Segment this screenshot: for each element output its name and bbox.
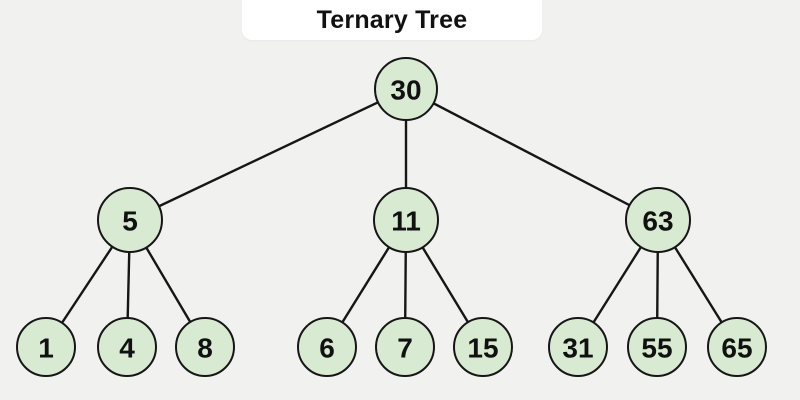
- diagram-title-text: Ternary Tree: [316, 5, 468, 34]
- tree-node-circle: [373, 187, 439, 253]
- tree-edge-30-63: [405, 87, 659, 222]
- tree-node-circle: [16, 317, 76, 377]
- tree-node-11: 11: [373, 187, 439, 253]
- diagram-title: Ternary Tree: [242, 0, 542, 40]
- tree-node-label: 30: [390, 75, 421, 106]
- tree-node-label: 55: [641, 333, 672, 364]
- tree-node-circle: [625, 187, 691, 253]
- tree-node-55: 55: [627, 317, 687, 377]
- tree-node-label: 15: [467, 333, 498, 364]
- tree-node-7: 7: [375, 317, 435, 377]
- tree-node-15: 15: [453, 317, 513, 377]
- tree-node-label: 65: [721, 333, 752, 364]
- tree-node-circle: [374, 57, 438, 121]
- tree-node-1: 1: [16, 317, 76, 377]
- tree-node-label: 11: [391, 206, 421, 237]
- tree-node-4: 4: [97, 317, 157, 377]
- tree-node-30: 30: [374, 57, 438, 121]
- tree-node-63: 63: [625, 187, 691, 253]
- tree-node-circle: [548, 317, 608, 377]
- tree-node-circle: [707, 317, 767, 377]
- tree-node-circle: [627, 317, 687, 377]
- tree-node-circle: [175, 317, 235, 377]
- tree-node-label: 8: [197, 333, 213, 364]
- tree-node-label: 1: [38, 333, 54, 364]
- tree-node-6: 6: [297, 317, 357, 377]
- tree-node-label: 63: [642, 206, 673, 237]
- tree-node-circle: [97, 317, 157, 377]
- tree-edge-30-5: [129, 87, 407, 222]
- tree-node-circle: [375, 317, 435, 377]
- tree-node-5: 5: [97, 187, 163, 253]
- tree-node-circle: [297, 317, 357, 377]
- tree-node-65: 65: [707, 317, 767, 377]
- tree-node-circle: [97, 187, 163, 253]
- tree-node-label: 4: [119, 333, 135, 364]
- tree-node-circle: [453, 317, 513, 377]
- tree-node-label: 6: [319, 333, 335, 364]
- tree-node-8: 8: [175, 317, 235, 377]
- tree-node-label: 7: [397, 333, 413, 364]
- tree-node-label: 31: [562, 333, 593, 364]
- tree-node-31: 31: [548, 317, 608, 377]
- tree-node-label: 5: [122, 206, 138, 237]
